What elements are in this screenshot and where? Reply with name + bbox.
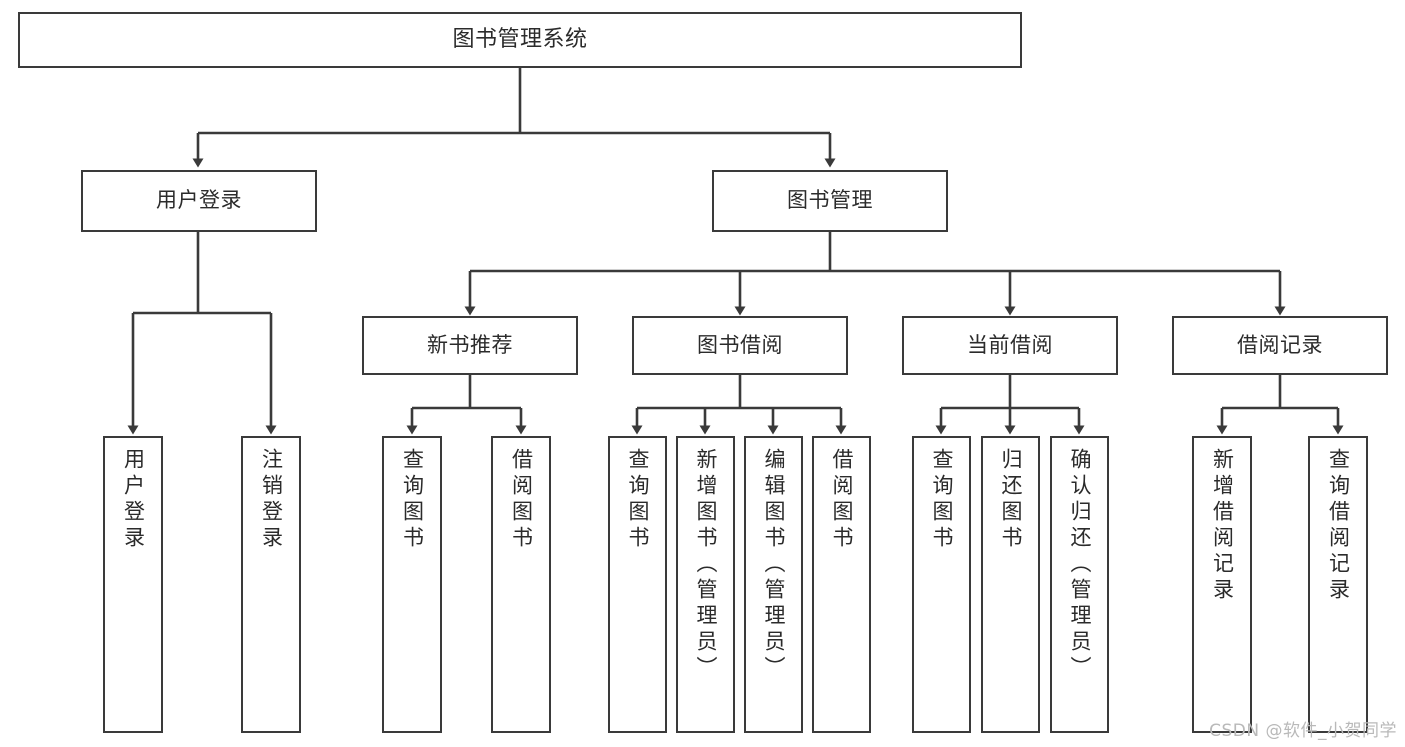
node-leaf-query-book-2-label: 查询图书 [626, 448, 650, 552]
node-user-login-label: 用户登录 [156, 188, 242, 213]
node-leaf-user-login-label: 用户登录 [121, 448, 146, 552]
node-leaf-edit-book-label: 编辑图书（管理员） [762, 448, 786, 682]
node-borrow-record[interactable]: 借阅记录 [1172, 316, 1388, 375]
node-leaf-query-book-2[interactable]: 查询图书 [608, 436, 667, 733]
node-book-borrow[interactable]: 图书借阅 [632, 316, 848, 375]
node-leaf-query-record-label: 查询借阅记录 [1326, 448, 1351, 604]
node-leaf-confirm-return-label: 确认归还（管理员） [1068, 448, 1092, 682]
node-leaf-borrow-book-2-label: 借阅图书 [830, 448, 854, 552]
node-leaf-query-book-1[interactable]: 查询图书 [382, 436, 442, 733]
node-current-borrow-label: 当前借阅 [967, 332, 1053, 357]
node-leaf-add-book-label: 新增图书（管理员） [694, 448, 718, 682]
node-leaf-return-book[interactable]: 归还图书 [981, 436, 1040, 733]
node-leaf-return-book-label: 归还图书 [999, 448, 1023, 552]
node-leaf-add-record-label: 新增借阅记录 [1210, 448, 1235, 604]
node-new-book-recommend[interactable]: 新书推荐 [362, 316, 578, 375]
node-leaf-borrow-book-1[interactable]: 借阅图书 [491, 436, 551, 733]
node-leaf-add-book[interactable]: 新增图书（管理员） [676, 436, 735, 733]
node-leaf-user-login[interactable]: 用户登录 [103, 436, 163, 733]
node-leaf-query-book-1-label: 查询图书 [400, 448, 425, 552]
node-leaf-borrow-book-1-label: 借阅图书 [509, 448, 534, 552]
node-leaf-logout-login-label: 注销登录 [259, 448, 284, 552]
node-current-borrow[interactable]: 当前借阅 [902, 316, 1118, 375]
watermark-text: CSDN @软件_小贺同学 [1209, 721, 1397, 741]
node-borrow-record-label: 借阅记录 [1237, 332, 1323, 357]
node-new-book-recommend-label: 新书推荐 [427, 332, 513, 357]
node-leaf-add-record[interactable]: 新增借阅记录 [1192, 436, 1252, 733]
node-leaf-borrow-book-2[interactable]: 借阅图书 [812, 436, 871, 733]
node-leaf-query-book-3-label: 查询图书 [930, 448, 954, 552]
node-book-manage-label: 图书管理 [787, 188, 873, 213]
node-leaf-query-book-3[interactable]: 查询图书 [912, 436, 971, 733]
node-book-borrow-label: 图书借阅 [697, 332, 783, 357]
node-root[interactable]: 图书管理系统 [18, 12, 1022, 68]
node-leaf-confirm-return[interactable]: 确认归还（管理员） [1050, 436, 1109, 733]
node-root-label: 图书管理系统 [452, 26, 588, 52]
node-leaf-query-record[interactable]: 查询借阅记录 [1308, 436, 1368, 733]
node-book-manage[interactable]: 图书管理 [712, 170, 948, 232]
node-leaf-edit-book[interactable]: 编辑图书（管理员） [744, 436, 803, 733]
node-user-login[interactable]: 用户登录 [81, 170, 317, 232]
node-leaf-logout-login[interactable]: 注销登录 [241, 436, 301, 733]
